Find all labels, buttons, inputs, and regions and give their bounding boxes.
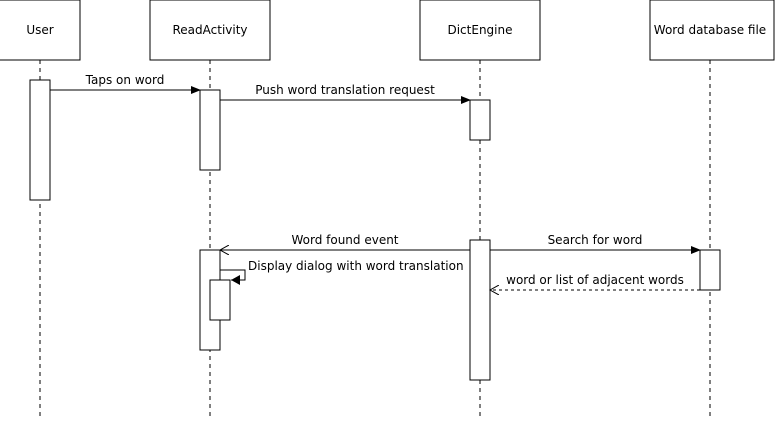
participant-user: User xyxy=(0,0,81,61)
message-display-dialog: Display dialog with word translation xyxy=(220,259,464,285)
activation-user xyxy=(29,79,51,201)
message-push-request: Push word translation request xyxy=(220,83,471,104)
message-taps-on-word: Taps on word xyxy=(50,73,201,94)
participant-readactivity: ReadActivity xyxy=(149,0,271,61)
message-word-found: Word found event xyxy=(220,233,470,250)
participant-dictengine: DictEngine xyxy=(419,0,541,61)
message-word-or-list-label: word or list of adjacent words xyxy=(506,273,684,287)
message-search-for-word: Search for word xyxy=(490,233,701,254)
message-search-for-word-label: Search for word xyxy=(548,233,643,247)
activation-dictengine-1 xyxy=(469,99,491,141)
participant-word-database-label: Word database file xyxy=(654,23,766,37)
participant-user-label: User xyxy=(26,23,53,37)
participant-dictengine-label: DictEngine xyxy=(447,23,512,37)
participant-word-database: Word database file xyxy=(649,0,775,61)
message-taps-on-word-label: Taps on word xyxy=(85,73,165,87)
message-display-dialog-label: Display dialog with word translation xyxy=(248,259,464,273)
message-push-request-label: Push word translation request xyxy=(255,83,435,97)
activation-readactivity-1 xyxy=(199,89,221,171)
participant-readactivity-label: ReadActivity xyxy=(172,23,247,37)
message-word-or-list: word or list of adjacent words xyxy=(490,273,700,290)
activation-word-database xyxy=(699,249,721,291)
activation-readactivity-nested xyxy=(209,279,231,321)
message-word-found-label: Word found event xyxy=(291,233,398,247)
activation-dictengine-2 xyxy=(469,239,491,381)
